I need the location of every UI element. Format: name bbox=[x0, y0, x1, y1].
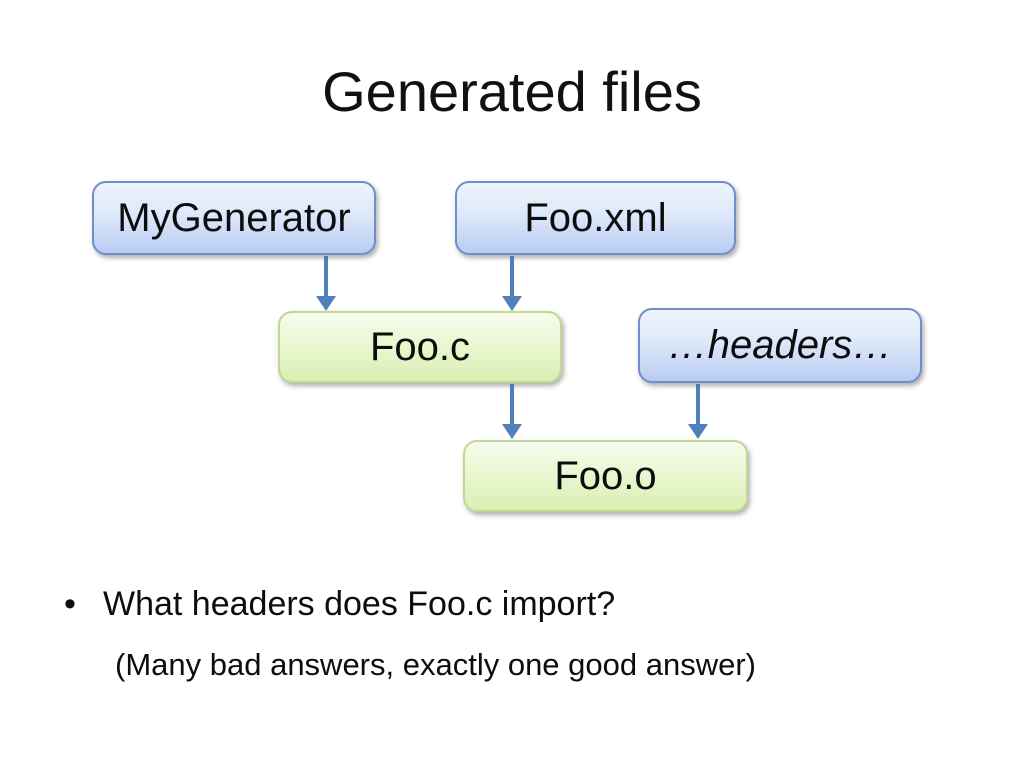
node-fooo: Foo.o bbox=[463, 440, 748, 512]
node-headers-label: …headers… bbox=[667, 323, 893, 367]
arrow-fooc-to-fooo bbox=[502, 384, 522, 439]
bullet-text: What headers does Foo.c import? bbox=[103, 585, 616, 623]
arrow-fooxml-to-fooc bbox=[502, 256, 522, 311]
slide-title: Generated files bbox=[322, 60, 702, 123]
node-fooo-label: Foo.o bbox=[554, 453, 657, 498]
node-mygenerator: MyGenerator bbox=[92, 181, 376, 255]
node-fooxml-label: Foo.xml bbox=[524, 195, 667, 240]
arrow-mygenerator-to-fooc bbox=[316, 256, 336, 311]
node-mygenerator-label: MyGenerator bbox=[117, 195, 351, 240]
bullet-marker: • bbox=[64, 585, 76, 623]
bullet-subtext: (Many bad answers, exactly one good answ… bbox=[115, 647, 756, 682]
node-headers: …headers… bbox=[638, 308, 922, 383]
arrow-headers-to-fooo bbox=[688, 384, 708, 439]
node-fooc: Foo.c bbox=[278, 311, 562, 383]
node-fooc-label: Foo.c bbox=[369, 324, 471, 369]
node-fooxml: Foo.xml bbox=[455, 181, 736, 255]
